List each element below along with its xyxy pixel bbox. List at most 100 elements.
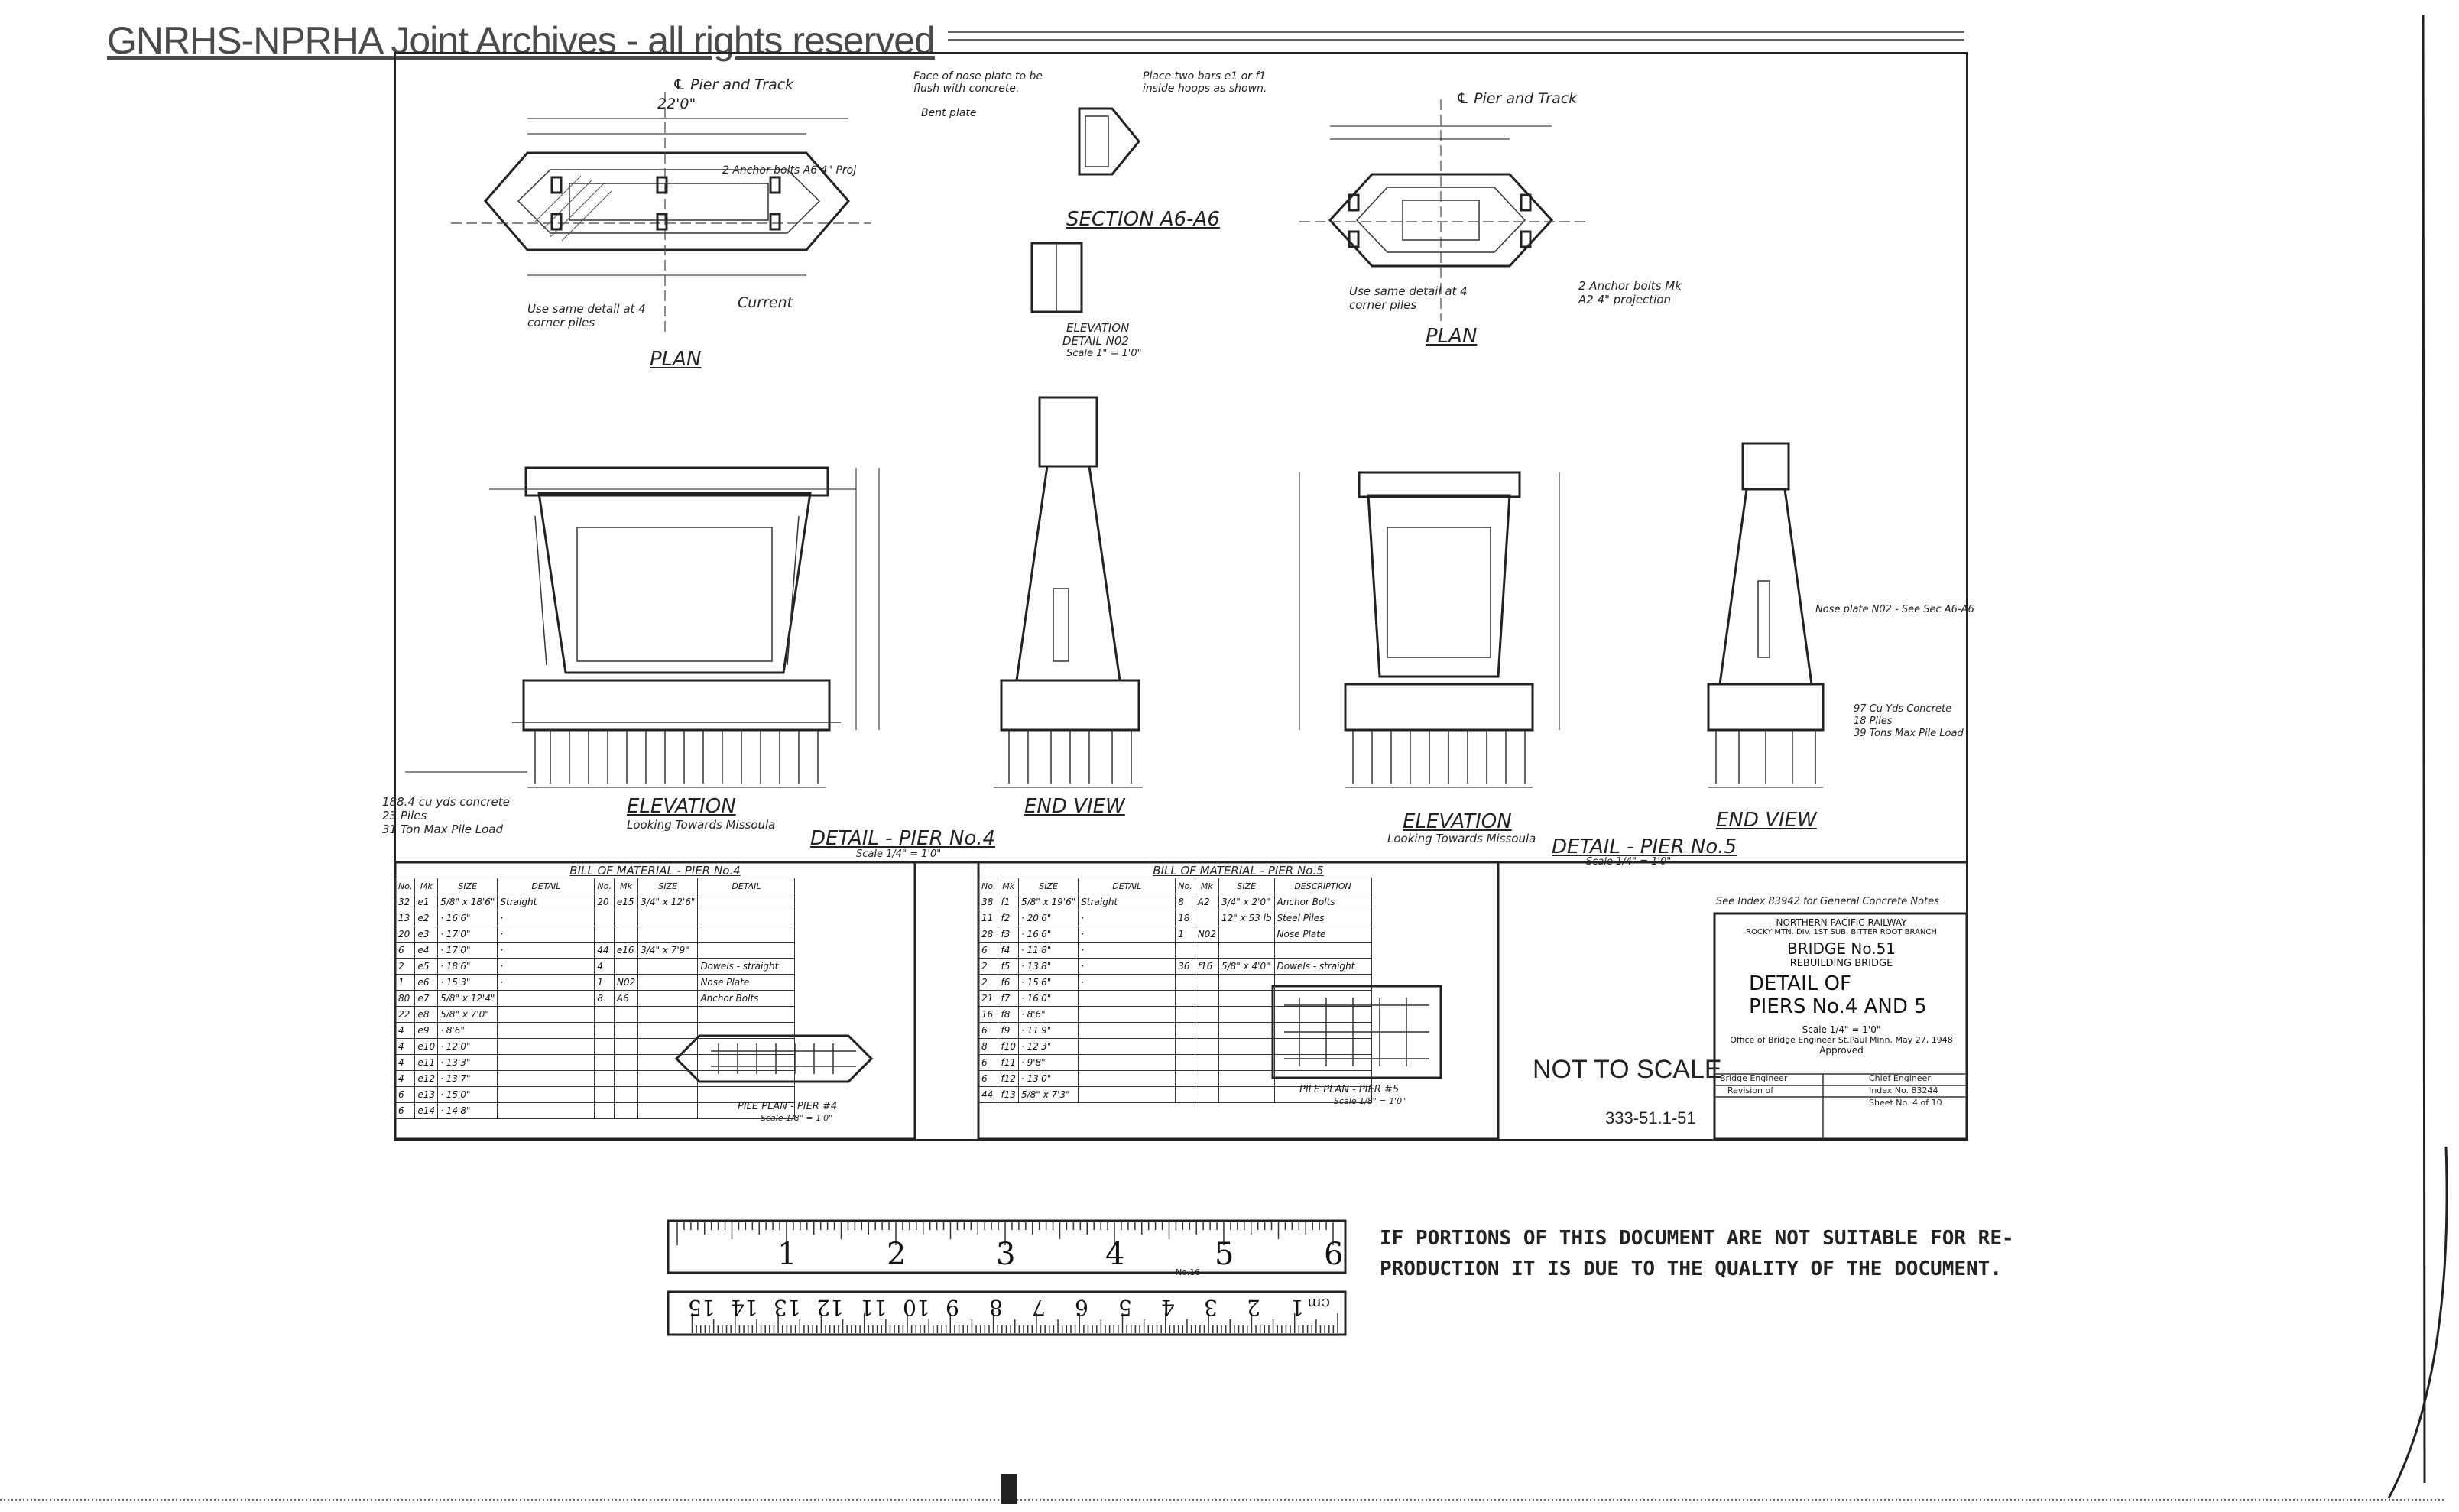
- ruler-cm-number: 5: [1118, 1295, 1132, 1320]
- bom-cell: · 14'8": [437, 1102, 498, 1119]
- bom-header-cell: Mk: [613, 878, 639, 894]
- bom-cell: [1175, 1022, 1195, 1039]
- bom-cell: 1: [594, 974, 615, 991]
- titleblock: NORTHERN PACIFIC RAILWAY ROCKY MTN. DIV.…: [1718, 917, 1964, 1056]
- bom5-pile-plan: PILE PLAN - PIER #5: [1299, 1084, 1400, 1095]
- reproduction-notice-line1: IF PORTIONS OF THIS DOCUMENT ARE NOT SUI…: [1380, 1227, 2014, 1250]
- bom-cell: [1194, 1054, 1219, 1071]
- bom-cell: [497, 1102, 595, 1119]
- pier4-plan-label-pier: ℄ Pier and Track: [673, 76, 794, 93]
- bom-cell: e5: [414, 958, 439, 975]
- bom-cell: [1273, 1022, 1372, 1039]
- bom-cell: 5/8" x 7'3": [1017, 1086, 1079, 1103]
- bom-header-cell: DETAIL: [497, 878, 595, 894]
- bom-cell: 21: [978, 990, 999, 1007]
- tb-index: Index No. 83244: [1869, 1085, 1938, 1095]
- bom-cell: 8: [594, 990, 615, 1007]
- bom-cell: 20: [394, 926, 416, 943]
- bom-cell: [1078, 1086, 1176, 1103]
- pier4-elevation-drawing: [405, 466, 880, 788]
- ruler-inch-number: 2: [887, 1237, 907, 1272]
- bom-header-cell: DETAIL: [1078, 878, 1176, 894]
- not-to-scale-stamp: NOT TO SCALE: [1533, 1055, 1722, 1084]
- bom-cell: 5/8" x 7'0": [437, 1006, 498, 1023]
- pier5-note: 97 Cu Yds Concrete: [1854, 703, 1952, 715]
- tb-division: ROCKY MTN. DIV. 1ST SUB. BITTER ROOT BRA…: [1746, 928, 1937, 936]
- bom-cell: [1078, 1070, 1176, 1087]
- section-a6-title: SECTION A6-A6: [1066, 208, 1220, 231]
- tb-rebuilding: REBUILDING BRIDGE: [1789, 958, 1893, 969]
- ruler-cm-number: 2: [1247, 1295, 1261, 1320]
- bom-cell: f10: [998, 1038, 1019, 1055]
- bom-cell: e11: [414, 1054, 439, 1071]
- bom-cell: e1: [414, 894, 439, 910]
- bom-cell: Straight: [497, 894, 595, 910]
- bom-cell: f16: [1194, 958, 1219, 975]
- bom-cell: 6: [394, 1086, 416, 1103]
- pier5-notes: 97 Cu Yds Concrete 18 Piles 39 Tons Max …: [1854, 703, 1964, 740]
- bom-cell: [1175, 1006, 1195, 1023]
- bom-cell: Dowels - straight: [697, 958, 796, 975]
- bom-cell: · 15'3": [437, 974, 498, 991]
- bom-cell: [1175, 942, 1195, 959]
- bom-cell: [1194, 974, 1219, 991]
- bom-cell: [613, 926, 639, 943]
- ruler-cm-number: 13: [774, 1295, 801, 1320]
- bom-cell: [637, 1022, 699, 1039]
- bom-cell: 36: [1175, 958, 1195, 975]
- bom-cell: [697, 1022, 796, 1039]
- bom-cell: · 9'8": [1017, 1054, 1079, 1071]
- bom-cell: [1175, 990, 1195, 1007]
- tb-bridge: BRIDGE No.51: [1786, 939, 1896, 958]
- ruler-inch-number: 3: [996, 1237, 1016, 1272]
- pier5-detail-title: DETAIL - PIER No.5: [1552, 835, 1737, 858]
- ruler-cm-number: 11: [859, 1295, 887, 1320]
- bom-cell: · 16'6": [1017, 926, 1079, 943]
- bom-cell: [613, 958, 639, 975]
- bom-cell: · 13'8": [1017, 958, 1079, 975]
- bom-cell: · 8'6": [1017, 1006, 1079, 1023]
- bom-cell: N02: [1194, 926, 1219, 943]
- bom-cell: 2: [978, 958, 999, 975]
- bom-cell: [613, 1038, 639, 1055]
- bom-cell: f12: [998, 1070, 1019, 1087]
- bom-cell: [1218, 1054, 1275, 1071]
- bom-cell: [697, 894, 796, 910]
- bom-cell: [594, 1070, 615, 1087]
- bom-header-cell: SIZE: [437, 878, 498, 894]
- bom-cell: ·: [497, 958, 595, 975]
- bom-cell: [594, 1038, 615, 1055]
- bom-cell: f7: [998, 990, 1019, 1007]
- bom-cell: 3/4" x 12'6": [637, 894, 699, 910]
- bom-cell: [497, 1070, 595, 1087]
- cm-ruler: [667, 1290, 1347, 1336]
- bom-cell: 5/8" x 4'0": [1218, 958, 1275, 975]
- bom-cell: 3/4" x 2'0": [1218, 894, 1275, 910]
- tb-revision: Revision of: [1727, 1085, 1774, 1095]
- bom-cell: [1175, 1070, 1195, 1087]
- bom-cell: · 18'6": [437, 958, 498, 975]
- pier5-plan-drawing: [1299, 99, 1590, 321]
- bom-cell: [1175, 1038, 1195, 1055]
- bom-cell: [637, 1102, 699, 1119]
- bom-cell: 18: [1175, 910, 1195, 926]
- bom-cell: [1078, 1038, 1176, 1055]
- pier5-plan-anchor: 2 Anchor bolts Mk A2 4" projection: [1578, 279, 1682, 307]
- bom-cell: A2: [1194, 894, 1219, 910]
- bom-cell: 5/8" x 18'6": [437, 894, 498, 910]
- bom-cell: [637, 1086, 699, 1103]
- bom-header-cell: Mk: [998, 878, 1019, 894]
- scan-mark: [1001, 1474, 1017, 1504]
- bom-cell: ·: [497, 926, 595, 943]
- bom-cell: [1273, 1038, 1372, 1055]
- bom4-pile-scale: Scale 1/8" = 1'0": [761, 1113, 833, 1123]
- bom-cell: e4: [414, 942, 439, 959]
- inch-ruler: [667, 1219, 1347, 1274]
